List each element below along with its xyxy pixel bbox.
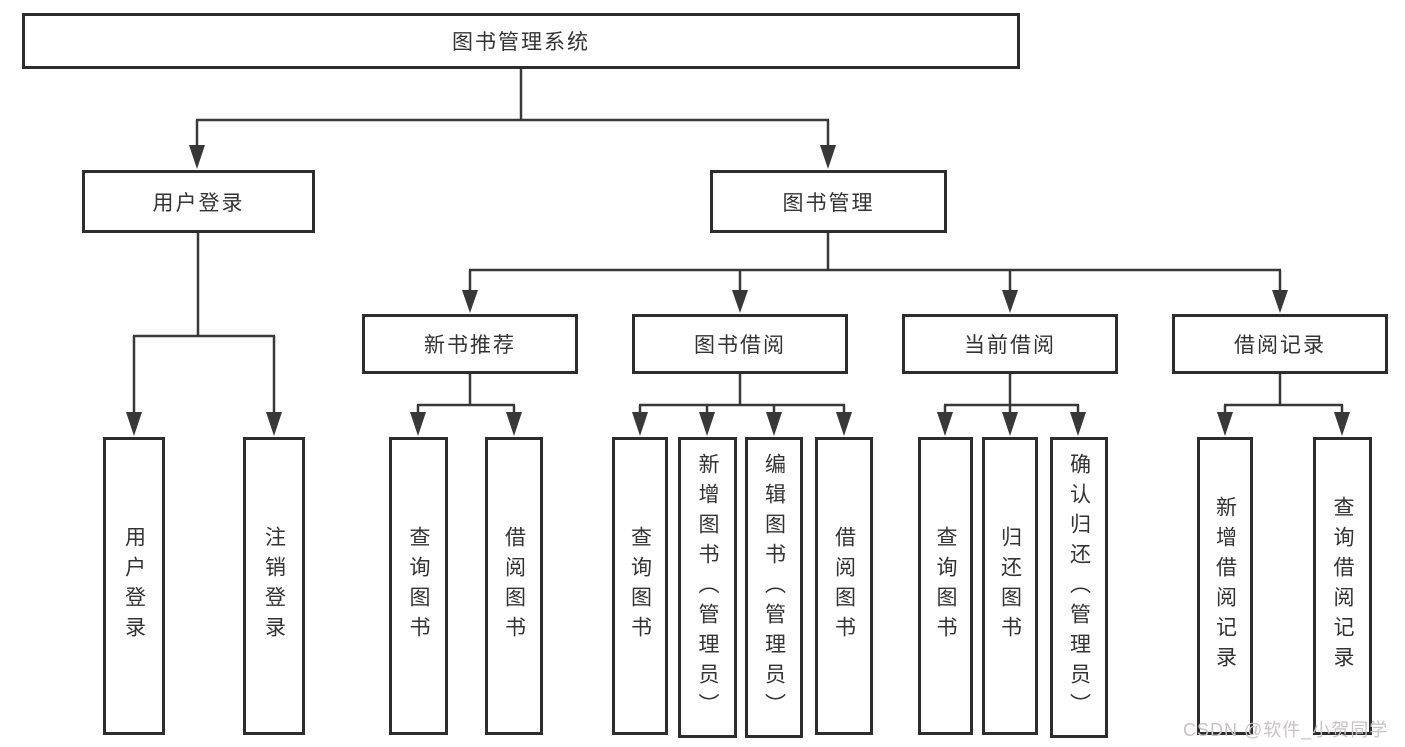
node-bb-add-books-label: 新增图书（管理员） (696, 452, 719, 723)
arrow-to-br-add (1217, 412, 1233, 436)
node-user-login-label: 用户登录 (152, 191, 245, 215)
node-leaf-logout: 注销登录 (243, 437, 305, 735)
arrow-to-user-login (189, 145, 205, 169)
arrow-to-bb-add (699, 412, 715, 436)
node-book-borrowing: 图书借阅 (632, 314, 848, 374)
node-current-borrowing: 当前借阅 (902, 314, 1118, 374)
node-root-label: 图书管理系统 (452, 31, 590, 54)
node-cb-confirm-return-label: 确认归还（管理员） (1067, 452, 1091, 723)
node-nbr-borrow-books-label: 借阅图书 (502, 526, 526, 646)
node-bb-query-books: 查询图书 (612, 437, 668, 735)
arrow-to-book-borrow (732, 290, 748, 313)
node-book-management: 图书管理 (710, 170, 947, 233)
node-bb-add-books: 新增图书（管理员） (678, 437, 737, 738)
connector-segments (132, 68, 1344, 414)
arrow-to-bb-borrow (836, 412, 852, 436)
node-bb-edit-books-label: 编辑图书（管理员） (762, 452, 786, 723)
node-nbr-query-books-label: 查询图书 (407, 526, 430, 646)
node-current-borrowing-label: 当前借阅 (964, 334, 1056, 357)
arrow-to-current-borrow (1002, 290, 1018, 313)
node-cb-return-books: 归还图书 (982, 437, 1038, 735)
arrow-to-book-mgmt (820, 145, 836, 169)
arrow-to-cb-return (1002, 412, 1018, 436)
node-bb-edit-books: 编辑图书（管理员） (745, 437, 803, 738)
arrow-to-cb-query (937, 412, 953, 436)
node-nbr-query-books: 查询图书 (389, 437, 448, 735)
node-br-query-record: 查询借阅记录 (1313, 437, 1372, 735)
arrow-to-new-book-rec (462, 290, 478, 313)
node-cb-return-books-label: 归还图书 (998, 526, 1022, 646)
node-cb-query-books: 查询图书 (918, 437, 973, 735)
arrow-to-bb-edit (766, 412, 782, 436)
node-new-book-recommend-label: 新书推荐 (424, 334, 516, 357)
node-nbr-borrow-books: 借阅图书 (485, 437, 543, 735)
node-leaf-user-login: 用户登录 (103, 437, 165, 735)
node-leaf-user-login-label: 用户登录 (122, 526, 146, 646)
node-borrowing-records: 借阅记录 (1172, 314, 1388, 374)
node-bb-query-books-label: 查询图书 (628, 526, 652, 646)
node-new-book-recommend: 新书推荐 (362, 314, 578, 374)
arrow-to-leaf-user-login (126, 412, 142, 436)
node-root: 图书管理系统 (22, 13, 1020, 69)
watermark: CSDN @软件_小贺同学 (1183, 720, 1389, 740)
node-user-login: 用户登录 (82, 170, 315, 233)
node-book-management-label: 图书管理 (782, 191, 875, 215)
node-bb-borrow-books: 借阅图书 (815, 437, 873, 735)
node-br-add-record-label: 新增借阅记录 (1213, 496, 1237, 676)
arrow-to-nbr-query (410, 412, 426, 436)
arrow-to-br-query (1334, 412, 1350, 436)
node-cb-confirm-return: 确认归还（管理员） (1050, 437, 1108, 738)
arrow-to-bb-query (632, 412, 648, 436)
node-leaf-logout-label: 注销登录 (262, 526, 286, 646)
node-bb-borrow-books-label: 借阅图书 (832, 526, 856, 646)
arrow-to-borrow-records (1272, 290, 1288, 313)
node-br-query-record-label: 查询借阅记录 (1331, 496, 1354, 676)
node-cb-query-books-label: 查询图书 (934, 526, 957, 646)
arrow-to-leaf-logout (266, 412, 282, 436)
node-borrowing-records-label: 借阅记录 (1234, 334, 1326, 357)
node-br-add-record: 新增借阅记录 (1197, 437, 1253, 735)
node-book-borrowing-label: 图书借阅 (694, 334, 786, 357)
arrowheads (126, 145, 1350, 436)
arrow-to-nbr-borrow (506, 412, 522, 436)
arrow-to-cb-confirm (1070, 412, 1086, 436)
